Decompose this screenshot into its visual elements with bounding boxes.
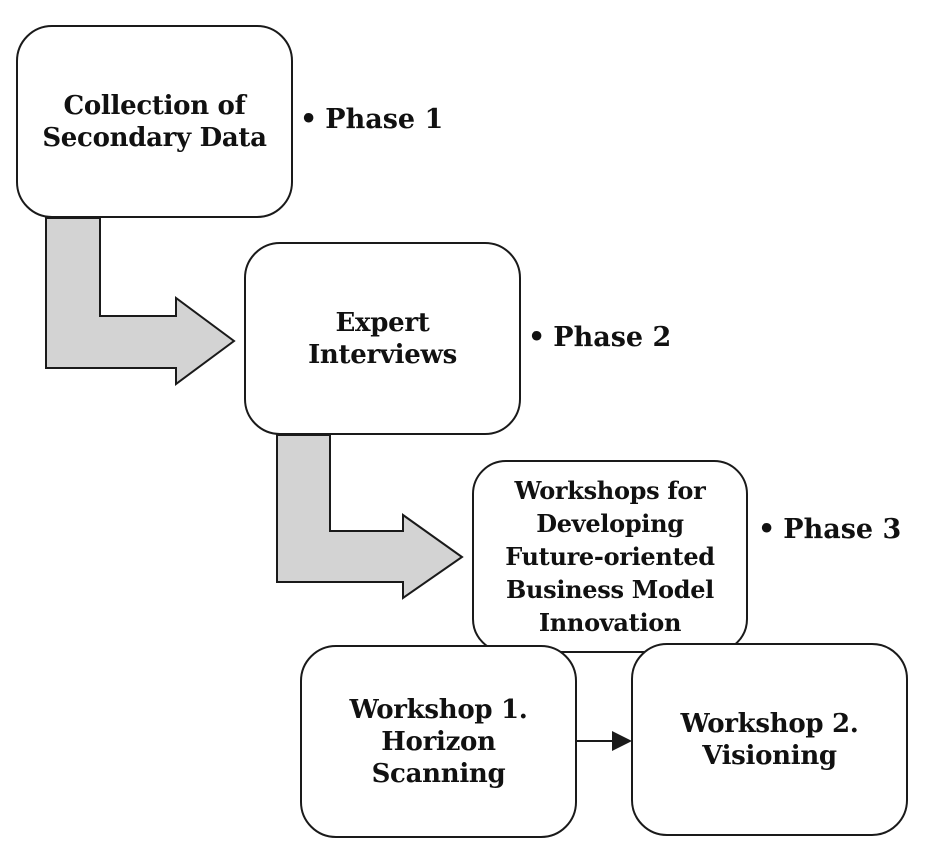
block-arrow-phase1-to-phase2 xyxy=(45,217,236,386)
phase-2-text: Phase 2 xyxy=(553,322,672,353)
secondary-data-label: Collection of Secondary Data xyxy=(42,90,267,153)
expert-interviews-label: Expert Interviews xyxy=(308,307,457,370)
workshop-2-label: Workshop 2. Visioning xyxy=(680,708,859,771)
bullet-icon: • xyxy=(528,322,546,353)
phase-2-label: •Phase 2 xyxy=(528,322,671,354)
workshops-label: Workshops for Developing Future-oriented… xyxy=(505,476,715,637)
workshop-1-box: Workshop 1. Horizon Scanning xyxy=(300,645,577,838)
bullet-icon: • xyxy=(758,514,776,545)
phase-3-text: Phase 3 xyxy=(783,514,902,545)
secondary-data-box: Collection of Secondary Data xyxy=(16,25,293,218)
bullet-icon: • xyxy=(300,104,318,135)
phase-3-label: •Phase 3 xyxy=(758,514,901,546)
block-arrow-phase2-to-phase3 xyxy=(276,434,464,600)
workshops-box: Workshops for Developing Future-oriented… xyxy=(472,460,748,653)
phase-1-label: •Phase 1 xyxy=(300,104,443,136)
expert-interviews-box: Expert Interviews xyxy=(244,242,521,435)
phase-1-text: Phase 1 xyxy=(325,104,444,135)
workshop-2-box: Workshop 2. Visioning xyxy=(631,643,908,836)
workshop-1-label: Workshop 1. Horizon Scanning xyxy=(349,694,528,789)
